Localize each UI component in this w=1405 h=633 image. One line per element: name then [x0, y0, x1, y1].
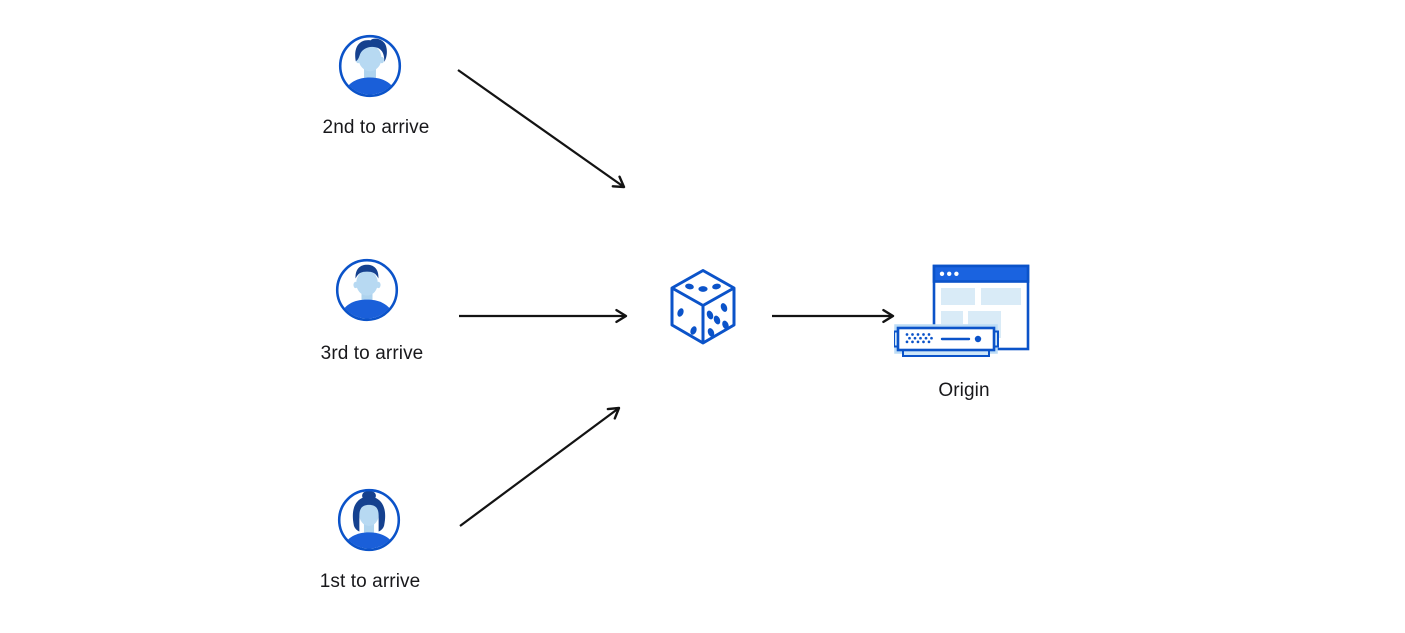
origin-server-icon	[894, 264, 1030, 357]
random-selector-node	[668, 267, 738, 347]
dice-icon	[670, 269, 736, 345]
visitor-top-label: 2nd to arrive	[322, 117, 430, 138]
visitor-bottom-label: 1st to arrive	[319, 571, 421, 592]
user-avatar-icon	[335, 258, 399, 322]
arrow-visitor-bottom-to-dice	[459, 406, 621, 527]
visitor-middle-node	[334, 257, 400, 323]
user-avatar-icon	[338, 34, 402, 98]
origin-label: Origin	[938, 380, 990, 401]
arrow-visitor-top-to-dice	[457, 69, 626, 189]
visitor-middle-label: 3rd to arrive	[320, 343, 424, 364]
origin-node	[894, 260, 1030, 364]
visitor-top-node	[337, 33, 403, 99]
user-avatar-icon	[337, 488, 401, 552]
visitor-bottom-node	[336, 487, 402, 553]
